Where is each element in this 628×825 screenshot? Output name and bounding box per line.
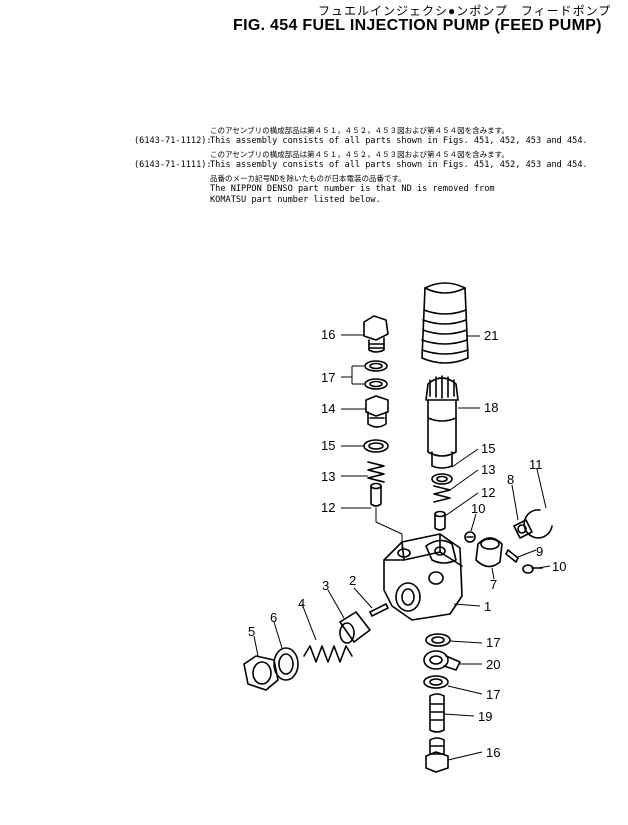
callout-17-lower: 17 (486, 687, 500, 702)
assembly-notes: このアセンブリの構成部品は第４５１，４５２，４５３図および第４５４図を含みます。… (134, 125, 588, 206)
note-1-japanese: このアセンブリの構成部品は第４５１，４５２，４５３図および第４５４図を含みます。 (210, 126, 509, 135)
part-7-tappet (475, 537, 503, 568)
part-15-oring-right (431, 473, 453, 485)
part-5-plug (243, 655, 279, 691)
part-17-washer-upper (364, 360, 388, 372)
part-17-washer-bottom-upper (425, 633, 451, 647)
callout-18: 18 (484, 400, 498, 415)
part-4-spring (303, 645, 353, 663)
callout-7: 7 (490, 577, 497, 592)
part-17-washer-lower (364, 378, 388, 390)
callout-11: 11 (529, 457, 543, 472)
callout-2: 2 (349, 573, 356, 588)
callout-17-upper: 17 (486, 635, 500, 650)
callout-14: 14 (321, 401, 335, 416)
callout-15-left: 15 (321, 438, 335, 453)
callout-13-left: 13 (321, 469, 335, 484)
callout-6: 6 (270, 610, 277, 625)
note-3-text: The NIPPON DENSO part number is that ND … (210, 184, 495, 194)
callout-3: 3 (322, 578, 329, 593)
part-10-screw-upper (464, 531, 476, 543)
callout-17-top: 17 (321, 370, 335, 385)
part-12-valve-left (370, 482, 382, 507)
title-japanese: フュエルインジェクシ●ンポンプ フィードポンプ (318, 4, 612, 18)
part-10-screw-lower (522, 564, 543, 574)
part-17-washer-bottom-lower (423, 675, 449, 689)
part-13-spring (367, 461, 385, 483)
part-16-bolt-top (363, 315, 389, 353)
note-1-part-code: (6143-71-1112): (134, 136, 212, 146)
note-3-japanese: 品番のメーカ記号NDを除いたものが日本電装の品番です。 (210, 174, 406, 183)
part-21-filter-cap (421, 282, 469, 364)
callout-12-right: 12 (481, 485, 495, 500)
note-2-text: This assembly consists of all parts show… (210, 160, 588, 170)
note-2-japanese: このアセンブリの構成部品は第４５１，４５２，４５３図および第４５４図を含みます。 (210, 150, 509, 159)
part-2-pin (369, 603, 389, 617)
part-18-priming-pump (425, 375, 459, 469)
callout-13-right: 13 (481, 462, 495, 477)
part-19-filter-bolt (429, 693, 445, 733)
callout-5: 5 (248, 624, 255, 639)
callout-1: 1 (484, 599, 491, 614)
figure-title: FIG. 454 FUEL INJECTION PUMP (FEED PUMP) (233, 17, 602, 34)
part-9-pin (505, 549, 519, 563)
part-16-bolt-bottom (425, 737, 449, 773)
part-12-valve-right (434, 510, 446, 531)
callout-15-right: 15 (481, 441, 495, 456)
part-1-pump-body (383, 533, 463, 621)
callout-10-upper: 10 (471, 501, 485, 516)
part-20-banjo-fitting (423, 650, 461, 671)
callout-10-lower: 10 (552, 559, 566, 574)
note-1-text: This assembly consists of all parts show… (210, 136, 588, 146)
part-13-spring-right (433, 485, 451, 503)
part-14-fitting (365, 395, 389, 428)
note-4-text: KOMATSU part number listed below. (210, 195, 381, 205)
callout-16-bottom: 16 (486, 745, 500, 760)
note-2-part-code: (6143-71-1111): (134, 160, 212, 170)
callout-4: 4 (298, 596, 305, 611)
part-11-snap-ring (523, 509, 553, 539)
callout-12-left: 12 (321, 500, 335, 515)
callout-21: 21 (484, 328, 498, 343)
callout-20: 20 (486, 657, 500, 672)
callout-9: 9 (536, 544, 543, 559)
part-15-oring (363, 439, 389, 453)
part-3-piston (339, 611, 371, 644)
callout-16-top: 16 (321, 327, 335, 342)
part-8-roller (513, 519, 533, 539)
callout-8: 8 (507, 472, 514, 487)
callout-19: 19 (478, 709, 492, 724)
